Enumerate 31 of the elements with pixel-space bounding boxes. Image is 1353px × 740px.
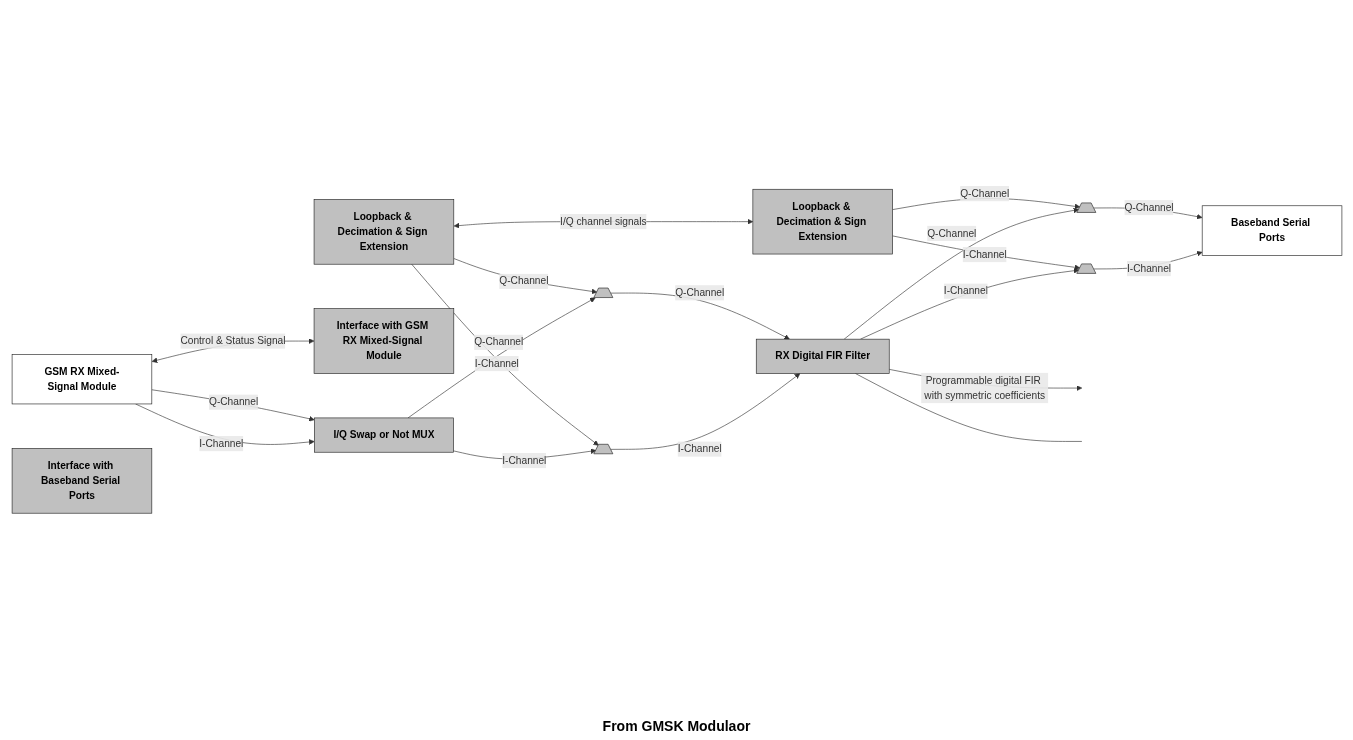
edge-label: Control & Status Signal (179, 335, 285, 347)
node-trapezoid (1076, 202, 1096, 214)
edge-label: I-Channel (198, 438, 243, 450)
edge-label: Q-Channel (926, 228, 976, 239)
node-box: Interface with GSM RX Mixed-Signal Module (313, 308, 454, 375)
edge-label: I-Channel (1126, 263, 1171, 275)
edge-label: Q-Channel (1123, 202, 1174, 214)
note-text: From GMSK Modulaor (602, 718, 751, 734)
connector (854, 373, 1082, 443)
edge-label: I-Channel (943, 285, 988, 297)
edge-label: Q-Channel (959, 188, 1009, 200)
node-box: RX Digital FIR Filter (755, 339, 890, 375)
node-trapezoid (1076, 263, 1096, 275)
edge-label: Q-Channel (473, 336, 523, 348)
node-trapezoid (593, 288, 613, 299)
edge-label: I-Channel (501, 455, 546, 467)
node-box: Loopback & Decimation & Sign Extension (313, 199, 454, 265)
node-trapezoid (593, 444, 613, 455)
node-box: Loopback & Decimation & Sign Extension (752, 189, 893, 255)
edge-label: I-Channel (677, 443, 722, 455)
edge-label: I-Channel (474, 358, 519, 369)
edge-label: Q-Channel (208, 396, 258, 408)
edge-label: Q-Channel (674, 287, 724, 299)
node-box: I/Q Swap or Not MUX (313, 417, 454, 453)
edge-label: Q-Channel (498, 275, 548, 287)
node-box: GSM RX Mixed-Signal Module (11, 354, 152, 405)
node-box: Interface with Baseband Serial Ports (11, 448, 152, 514)
edge-label: I-Channel (962, 249, 1007, 261)
edge-label: I/Q channel signals (559, 216, 647, 228)
edge-label: Programmable digital FIR with symmetric coefficients (923, 375, 1045, 402)
node-box: Baseband Serial Ports (1201, 205, 1342, 256)
